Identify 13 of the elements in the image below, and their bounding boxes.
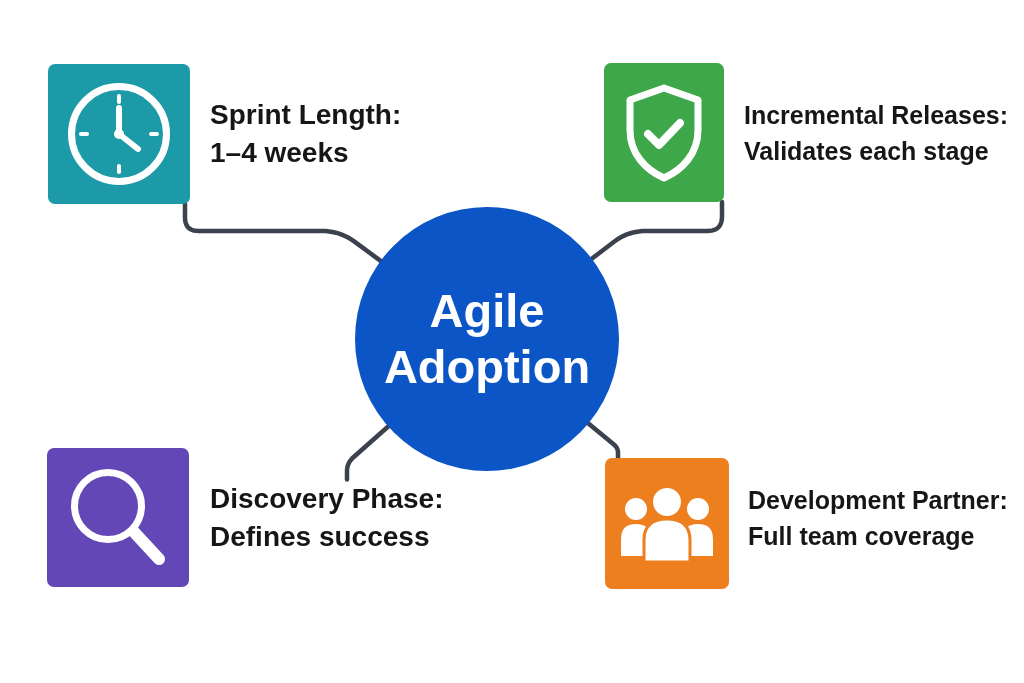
topic-heading: Incremental Releases: — [744, 99, 1009, 131]
connector-line — [586, 421, 621, 461]
topic-heading: Sprint Length: — [210, 98, 402, 132]
hub-title: Agile Adoption — [382, 283, 592, 395]
topic-description: Full team coverage — [748, 520, 975, 552]
topic-heading: Development Partner: — [748, 484, 1008, 516]
topic-heading: Discovery Phase: — [210, 481, 444, 516]
connector-line — [182, 201, 383, 264]
topic-description: Defines success — [210, 519, 430, 554]
connector-line — [344, 424, 391, 482]
topic-description: Validates each stage — [744, 135, 989, 167]
connector-line — [589, 199, 725, 261]
topic-description: 1–4 weeks — [210, 136, 349, 170]
